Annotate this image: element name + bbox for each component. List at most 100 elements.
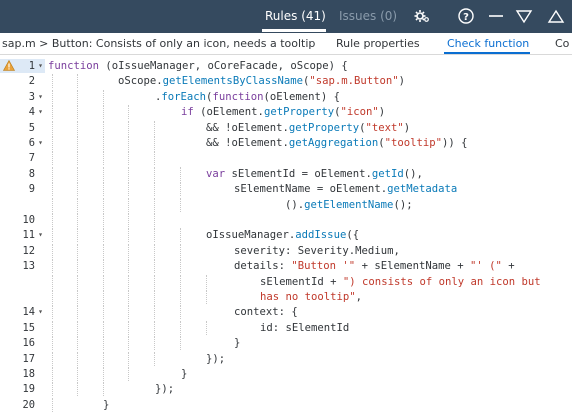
gutter-cell: 18: [0, 367, 45, 381]
indent-guide: [77, 367, 78, 381]
indent-guide: [180, 197, 181, 212]
code-line[interactable]: has no tooltip",: [0, 290, 572, 304]
code-text: }: [234, 336, 240, 350]
indent-guide: [180, 243, 181, 258]
code-line[interactable]: 11▾oIssueManager.addIssue({: [0, 228, 572, 243]
line-number: 6: [28, 137, 35, 149]
indent-guide: [77, 197, 78, 212]
indent-guide: [77, 151, 78, 166]
indent-guide: [77, 166, 78, 181]
indent-guide: [52, 274, 53, 289]
tab-rule-properties[interactable]: Rule properties: [336, 37, 420, 50]
indent-guide: [103, 351, 104, 366]
indent-guide: [128, 259, 129, 274]
indent-guide: [52, 120, 53, 135]
indent-guide: [77, 74, 78, 89]
code-text: .forEach(function(oElement) {: [155, 90, 340, 104]
warning-icon[interactable]: [2, 59, 16, 75]
code-line[interactable]: ().getElementName();: [0, 197, 572, 212]
code-line[interactable]: 6▾ && !oElement.getAggregation("tooltip")…: [0, 136, 572, 150]
fold-toggle-icon[interactable]: ▾: [38, 91, 43, 101]
code-editor[interactable]: 1▾function (oIssueManager, oCoreFacade, …: [0, 56, 572, 412]
code-text: });: [206, 352, 225, 366]
code-token: "' (": [470, 260, 502, 273]
indent-guide: [52, 320, 53, 335]
code-token: +: [501, 260, 515, 273]
code-text: sElementId + ") consists of only an icon…: [260, 275, 541, 289]
code-line[interactable]: 17});: [0, 351, 572, 366]
expand-icon[interactable]: [546, 6, 566, 26]
indent-guide: [180, 274, 181, 289]
indent-guide: [180, 320, 181, 335]
code-line[interactable]: 10: [0, 213, 572, 227]
line-number: 2: [28, 75, 35, 88]
fold-toggle-icon[interactable]: ▾: [38, 230, 43, 240]
help-icon[interactable]: ?: [456, 6, 476, 26]
minimize-icon[interactable]: [486, 6, 506, 26]
code-line[interactable]: 16}: [0, 336, 572, 351]
tab-rules[interactable]: Rules (41): [265, 9, 326, 23]
code-line[interactable]: 1▾function (oIssueManager, oCoreFacade, …: [0, 59, 572, 73]
collapse-icon[interactable]: [514, 6, 534, 26]
code-token: ().: [285, 198, 305, 211]
indent-guide: [52, 259, 53, 274]
code-line[interactable]: 19});: [0, 382, 572, 397]
code-line[interactable]: 5&& !oElement.getProperty("text"): [0, 120, 572, 135]
code-line[interactable]: 14▾context: {: [0, 305, 572, 320]
fold-toggle-icon[interactable]: ▾: [38, 107, 43, 117]
code-line[interactable]: 18}: [0, 367, 572, 381]
top-toolbar: Rules (41) Issues (0) ?: [0, 0, 572, 33]
indent-guide: [52, 382, 53, 397]
line-number: 8: [28, 167, 35, 180]
code-token: "tooltip": [384, 137, 443, 149]
code-line[interactable]: 4▾if (oElement.getProperty("icon"): [0, 105, 572, 120]
indent-guide: [77, 243, 78, 258]
settings-icon[interactable]: [412, 6, 432, 26]
code-token: if: [181, 106, 194, 119]
indent-guide: [154, 259, 155, 274]
code-token: details:: [234, 260, 292, 273]
code-line[interactable]: 7: [0, 151, 572, 166]
indent-guide: [154, 243, 155, 258]
fold-toggle-icon[interactable]: ▾: [38, 138, 43, 147]
code-text: function (oIssueManager, oCoreFacade, oS…: [48, 59, 348, 73]
code-line[interactable]: 20}: [0, 397, 572, 412]
indent-guide: [77, 382, 78, 397]
indent-guide: [103, 290, 104, 304]
indent-guide: [103, 259, 104, 274]
fold-toggle-icon[interactable]: ▾: [38, 307, 43, 317]
line-number: 5: [28, 121, 35, 134]
indent-guide: [52, 182, 53, 197]
indent-guide: [128, 351, 129, 366]
code-token: (: [359, 121, 366, 134]
indent-guide: [154, 336, 155, 351]
code-line[interactable]: 3▾ .forEach(function(oElement) {: [0, 89, 572, 104]
code-text: });: [155, 382, 174, 396]
indent-guide: [77, 259, 78, 274]
indent-guide: [154, 274, 155, 289]
line-number: 3: [28, 90, 35, 103]
indent-guide: [154, 182, 155, 197]
indent-guide: [128, 228, 129, 243]
indent-guide: [103, 120, 104, 135]
tab-issues[interactable]: Issues (0): [339, 9, 398, 23]
indent-guide: [180, 336, 181, 351]
indent-guide: [103, 151, 104, 166]
line-number: 12: [22, 244, 35, 257]
rule-header-bar: sap.m > Button: Consists of only an icon…: [0, 33, 572, 55]
code-text: && !oElement.getAggregation("tooltip")) …: [206, 136, 468, 150]
indent-guide: [77, 320, 78, 335]
tab-truncated[interactable]: Co: [555, 37, 570, 50]
code-line[interactable]: sElementId + ") consists of only an icon…: [0, 274, 572, 289]
gutter-cell: 19: [0, 382, 45, 396]
fold-toggle-icon[interactable]: ▾: [38, 61, 43, 70]
tab-check-function[interactable]: Check function: [447, 37, 530, 50]
code-token: }: [103, 398, 110, 411]
indent-guide: [52, 136, 53, 150]
